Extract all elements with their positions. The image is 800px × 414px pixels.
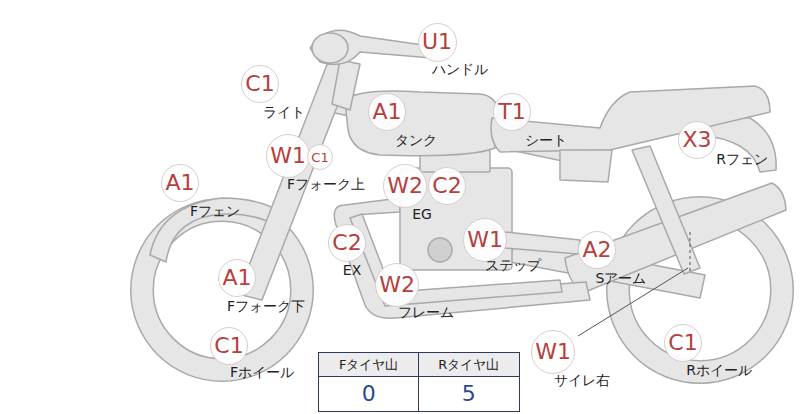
callout-circle: W1 [463,218,507,262]
table-value: 0 [362,381,376,406]
callout-number: C1 [245,73,274,95]
callout-number: A1 [372,101,401,123]
callout-number: C2 [332,232,361,254]
callout-number: C1 [214,335,243,357]
callout-circle: W2 [375,263,419,307]
callout-circle: A1 [218,259,256,297]
callout-number: A1 [222,267,251,289]
part-name: タンク [395,133,437,148]
callout-number: A2 [582,239,611,261]
part-name: EX [343,263,361,278]
callout-circle: X3 [678,121,716,159]
callout-number: W1 [467,229,503,251]
table-header-cell: Fタイヤ山 [318,352,420,378]
part-name: サイレ右 [554,373,610,388]
callout-circle: W1 [266,134,310,178]
part-name: Rフェン [716,152,768,167]
callout-circle: A1 [161,164,199,202]
leader-line [578,232,690,336]
part-name: Fフェン [190,204,240,219]
table-header: Rタイヤ山 [438,356,499,374]
part-name: Fフォーク上 [287,177,365,192]
callout-number: W2 [387,175,423,197]
callout-circle: A2 [578,231,616,269]
callout-number: W2 [379,274,415,296]
callout-number: W1 [535,341,571,363]
part-name: Fホイール [230,365,294,380]
callout-circle: U1 [418,23,457,62]
table-value-cell: 0 [318,376,420,412]
part-name: Rホイール [686,363,752,378]
callout-number: C1 [668,332,697,354]
part-name: ステップ [485,258,541,273]
part-name: Sアーム [596,271,647,286]
table-value: 5 [462,381,476,406]
part-name: フレーム [398,305,454,320]
part-name: ライト [263,105,305,120]
callout-number: U1 [422,31,452,53]
part-name: EG [412,207,432,222]
callout-circle: C1 [210,327,248,365]
callout-circle: C2 [428,167,466,205]
callout-circle: A1 [368,93,406,131]
callout-number: W1 [270,145,306,167]
callout-circle: W2 [383,164,427,208]
callout-circle: C2 [328,224,366,262]
callout-circle: C1 [241,65,279,103]
callout-circle: T1 [493,93,531,131]
callout-number: X3 [682,129,711,151]
part-name: Fフォーク下 [227,299,305,314]
callout-circle: C1 [307,144,333,170]
callout-number: A1 [165,172,194,194]
part-name: シート [525,133,567,148]
part-name: ハンドル [432,62,488,77]
table-header: Fタイヤ山 [339,356,398,374]
callout-circle: C1 [664,324,702,362]
callout-number: T1 [498,101,525,123]
callout-circle: W1 [531,330,575,374]
table-header-cell: Rタイヤ山 [418,352,520,378]
callout-number: C1 [311,151,328,164]
callout-number: C2 [432,175,461,197]
table-value-cell: 5 [418,376,520,412]
